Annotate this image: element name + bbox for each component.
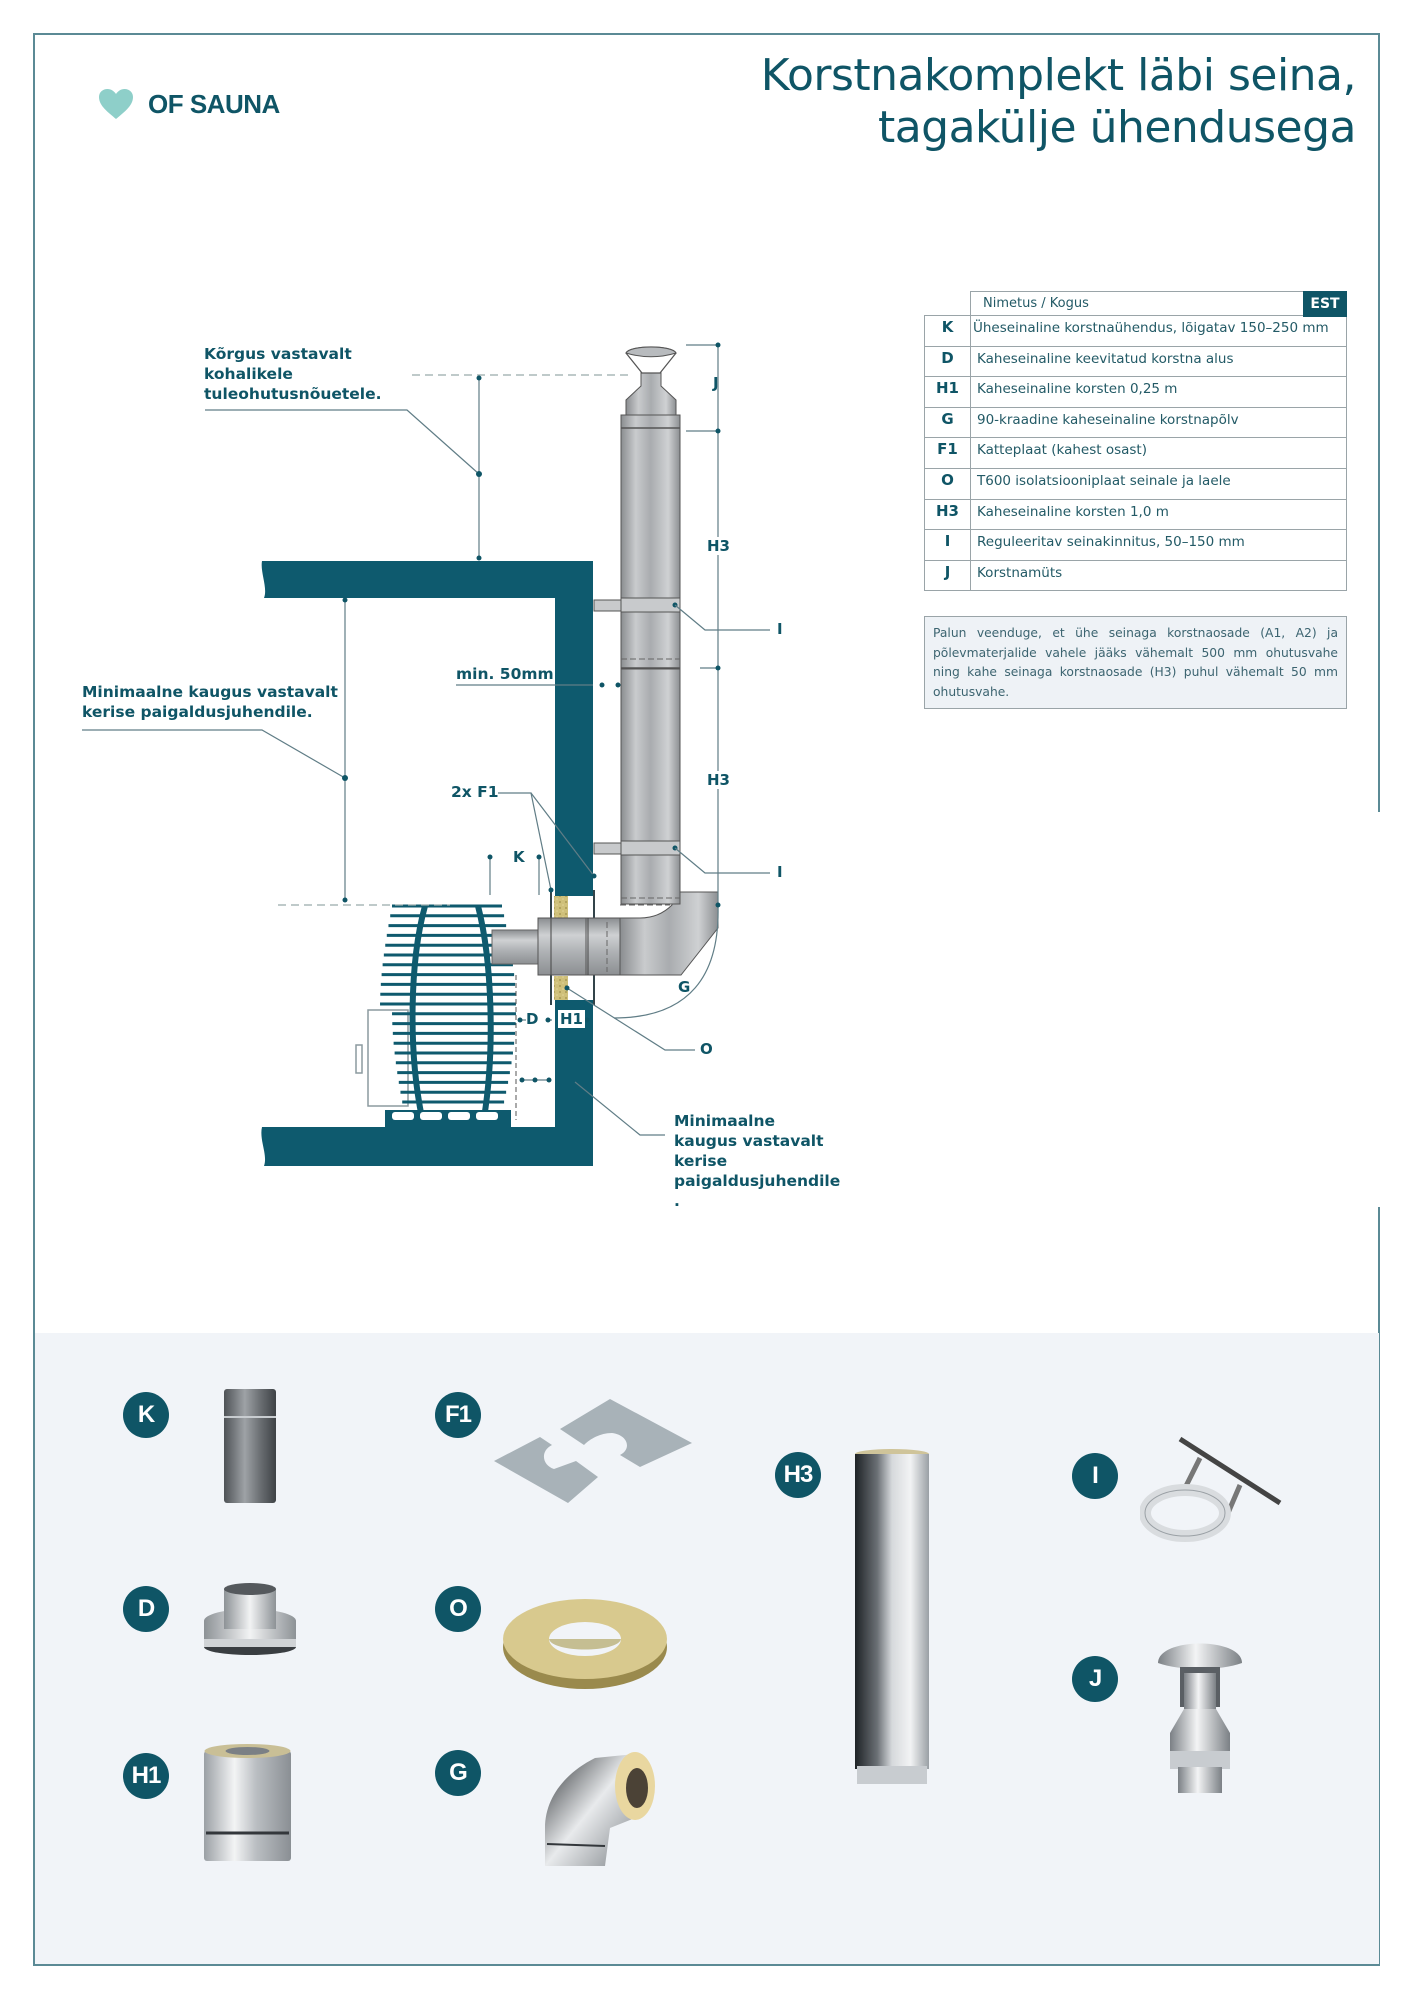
- part-code: J: [925, 560, 971, 591]
- table-row: J Korstnamüts: [924, 560, 1347, 592]
- callout-I-bottom: I: [777, 863, 783, 881]
- table-row: G 90-kraadine kaheseinaline korstnapõlv: [924, 407, 1347, 439]
- part-name: Reguleeritav seinakinnitus, 50–150 mm: [977, 534, 1245, 551]
- part-code: O: [925, 468, 971, 499]
- pipe-H1: [585, 917, 623, 976]
- badge-H1: H1: [123, 1753, 169, 1799]
- callout-D: D: [526, 1010, 539, 1028]
- table-row: F1 Katteplaat (kahest osast): [924, 438, 1347, 469]
- label-line: kerise paigaldusjuhendile.: [82, 703, 313, 721]
- safety-note: Palun veenduge, et ühe seinaga korstnaos…: [924, 616, 1347, 709]
- part-name: Üheseinaline korstnaühendus, lõigatav 15…: [973, 320, 1329, 336]
- title-line-1: Korstnakomplekt läbi seina,: [760, 50, 1357, 101]
- language-badge: EST: [1303, 291, 1347, 317]
- installation-diagram: [82, 342, 770, 1166]
- insulation-O-top: [554, 896, 568, 920]
- callout-O: O: [700, 1040, 713, 1058]
- product-connector-K-image: [224, 1389, 276, 1503]
- wall-bracket-I-bottom: [593, 840, 681, 856]
- table-row: D Kaheseinaline keevitatud korstna alus: [924, 346, 1347, 378]
- label-min-distance-bottom: Minimaalne kaugus vastavalt kerise paiga…: [674, 1111, 840, 1211]
- callout-H3-bottom: H3: [707, 771, 730, 789]
- product-chimney-H1-image: [204, 1744, 291, 1861]
- table-row: O T600 isolatsiooniplaat seinale ja laele: [924, 468, 1347, 500]
- callout-G: G: [678, 978, 691, 996]
- label-line: .: [674, 1192, 680, 1210]
- label-line: paigaldusjuhendile: [674, 1172, 841, 1190]
- label-2x-f1: 2x F1: [451, 783, 499, 801]
- label-line: Kõrgus vastavalt: [204, 345, 352, 363]
- part-code: K: [925, 316, 971, 346]
- badge-O: O: [435, 1586, 481, 1632]
- table-row: H1 Kaheseinaline korsten 0,25 m: [924, 377, 1347, 408]
- heart-icon: [99, 89, 133, 119]
- badge-K: K: [123, 1392, 169, 1438]
- part-code: H1: [925, 377, 971, 407]
- part-code: I: [925, 530, 971, 560]
- badge-H3: H3: [775, 1452, 821, 1498]
- callout-J: J: [713, 374, 719, 392]
- label-min-50mm: min. 50mm: [456, 665, 554, 683]
- frame-gap: [1374, 812, 1386, 1207]
- part-code: D: [925, 346, 971, 377]
- badge-I: I: [1072, 1453, 1118, 1499]
- base-D: [537, 917, 589, 976]
- label-line: kohalikele: [204, 365, 293, 383]
- part-name: 90-kraadine kaheseinaline korstnapõlv: [977, 411, 1239, 428]
- badge-J: J: [1072, 1656, 1118, 1702]
- badge-G: G: [435, 1750, 481, 1796]
- label-min-distance-top: Minimaalne kaugus vastavalt kerise paiga…: [82, 682, 338, 722]
- product-chimney-H3-image: [855, 1449, 929, 1784]
- floor-slab: [261, 1127, 593, 1166]
- part-name: T600 isolatsiooniplaat seinale ja laele: [977, 472, 1231, 489]
- wall-upper: [555, 598, 593, 896]
- label-line: tuleohutusnõuetele.: [204, 385, 382, 403]
- label-line: kerise: [674, 1152, 728, 1170]
- label-line: kaugus vastavalt: [674, 1132, 824, 1150]
- product-base-D-image: [204, 1583, 296, 1655]
- title-line-2: tagakülje ühendusega: [877, 102, 1357, 153]
- part-code: H3: [925, 499, 971, 530]
- label-line: Minimaalne: [674, 1112, 776, 1130]
- product-chimney-cap-J-image: [1158, 1643, 1242, 1793]
- part-code: F1: [925, 438, 971, 468]
- callout-I-top: I: [777, 620, 783, 638]
- callout-K: K: [510, 848, 528, 866]
- part-name: Kaheseinaline korsten 1,0 m: [977, 503, 1169, 520]
- badge-D: D: [123, 1586, 169, 1632]
- part-name: Katteplaat (kahest osast): [977, 442, 1147, 459]
- label-line: Minimaalne kaugus vastavalt: [82, 683, 338, 701]
- parts-header-label: Nimetus / Kogus: [983, 296, 1089, 311]
- callout-H1: H1: [558, 1010, 585, 1028]
- page-title: Korstnakomplekt läbi seina, tagakülje üh…: [760, 50, 1357, 154]
- components-gallery: K F1 H3 I D O: [35, 1333, 1379, 1964]
- part-name: Kaheseinaline keevitatud korstna alus: [977, 350, 1234, 367]
- ceiling-slab: [261, 561, 593, 896]
- brand-name: OF SAUNA: [148, 88, 280, 119]
- brand-logo: OF SAUNA: [98, 88, 280, 120]
- part-name: Kaheseinaline korsten 0,25 m: [977, 381, 1178, 398]
- product-wall-bracket-I-image: [1140, 1436, 1282, 1542]
- wall-bracket-I-top: [593, 597, 681, 613]
- badge-F1: F1: [435, 1392, 481, 1438]
- connector-K: [491, 929, 543, 965]
- chimney-H3-lower: [620, 667, 681, 905]
- table-row: I Reguleeritav seinakinnitus, 50–150 mm: [924, 530, 1347, 561]
- label-height-requirement: Kõrgus vastavalt kohalikele tuleohutusnõ…: [204, 344, 382, 404]
- parts-table-header: Nimetus / Kogus EST: [970, 291, 1347, 317]
- table-row: H3 Kaheseinaline korsten 1,0 m: [924, 499, 1347, 531]
- product-cover-plate-F1-image: [494, 1399, 692, 1503]
- chimney-H3-upper: [620, 414, 681, 670]
- part-code: G: [925, 407, 971, 438]
- part-name: Korstnamüts: [977, 564, 1063, 581]
- callout-H3-top: H3: [707, 537, 730, 555]
- insulation-O-bottom: [554, 976, 568, 1000]
- product-elbow-G-image: [545, 1752, 655, 1866]
- sauna-heater: [355, 904, 517, 1127]
- product-insulation-O-image: [503, 1599, 667, 1689]
